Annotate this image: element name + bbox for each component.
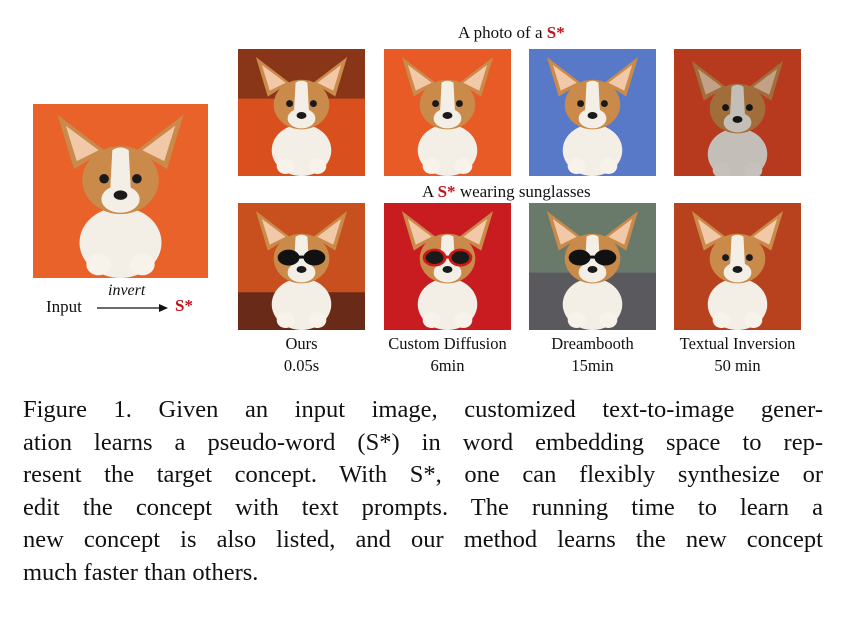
caption-line: ation learns a pseudo-word (S*) in word … [23, 428, 823, 456]
row2-dreambooth-image [529, 203, 656, 330]
invert-arrow [97, 304, 168, 312]
input-image [33, 104, 208, 278]
invert-label: invert [108, 282, 146, 299]
row2-prompt: A S* wearing sunglasses [422, 182, 591, 201]
method-custom-diffusion: Custom Diffusion 6min [388, 334, 507, 375]
row2-token: S* [437, 182, 456, 201]
caption-line: Figure 1. Given an input image, customiz… [23, 396, 823, 423]
caption-line: edit the concept with text prompts. The … [23, 493, 823, 521]
figure-caption: Figure 1. Given an input image, customiz… [23, 394, 823, 589]
row2-textual-inversion-image [674, 203, 801, 330]
method-textual-inversion: Textual Inversion 50 min [679, 334, 796, 375]
row1-ours-image [238, 49, 365, 176]
method-dreambooth: Dreambooth 15min [551, 334, 634, 375]
token-label: S* [175, 296, 193, 315]
caption-line: much faster than others. [23, 558, 259, 586]
input-label: Input [46, 297, 82, 316]
row2-ours-image [238, 203, 365, 330]
row1-token: S* [546, 23, 565, 42]
caption-line: resent the target concept. With S*, one … [23, 461, 823, 488]
row2-custom-diffusion-image [384, 203, 511, 330]
row1-textual-inversion-image [674, 49, 801, 176]
method-ours: Ours 0.05s [283, 334, 320, 375]
row1-dreambooth-image [529, 49, 656, 176]
caption-line: new concept is also listed, and our meth… [23, 526, 823, 553]
row1-custom-diffusion-image [384, 49, 511, 176]
row1-prompt: A photo of a S* [458, 23, 565, 42]
